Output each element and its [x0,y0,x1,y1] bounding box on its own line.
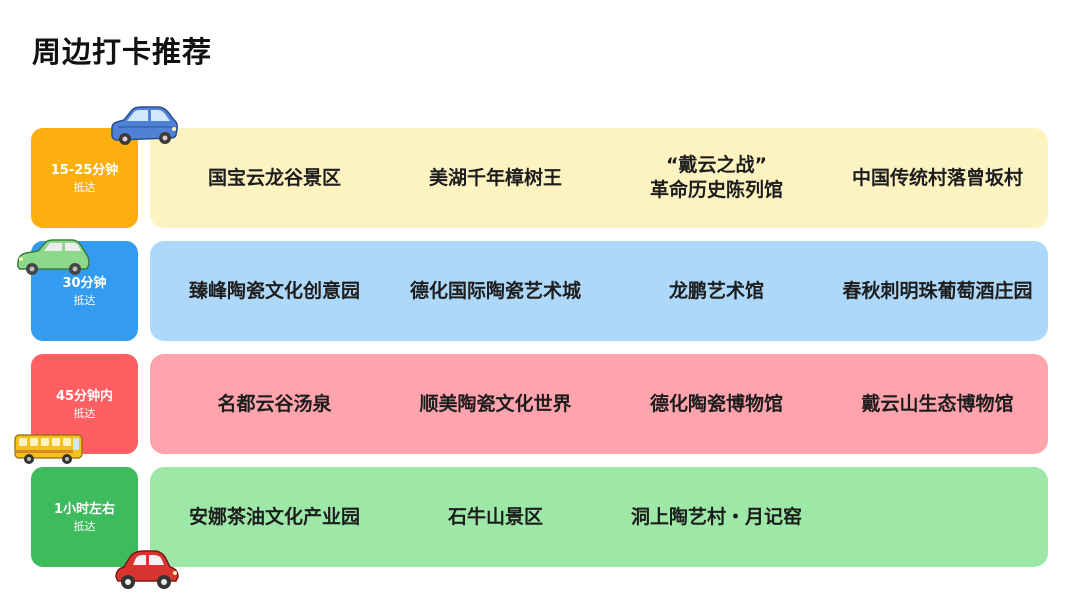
arrive-label: 抵达 [73,293,96,307]
spots-panel: 国宝云龙谷景区 美湖千年樟树王 “戴云之战” 革命历史陈列馆 中国传统村落曾坂村 [150,128,1048,228]
spots-panel: 臻峰陶瓷文化创意园 德化国际陶瓷艺术城 龙鹏艺术馆 春秋刺明珠葡萄酒庄园 [150,241,1048,341]
row-15-25-minutes: 15-25分钟 抵达 国宝云龙谷景区 美湖千年樟树王 “戴云之战” 革命历史陈列… [0,128,1080,228]
spot-item: 石牛山景区 [385,505,606,530]
spot-item: 安娜茶油文化产业园 [164,505,385,530]
spot-item: 美湖千年樟树王 [385,166,606,191]
time-label: 30分钟 [62,275,107,291]
spot-item: 德化国际陶瓷艺术城 [385,279,606,304]
spot-item: 春秋刺明珠葡萄酒庄园 [827,279,1048,304]
time-label: 15-25分钟 [50,162,119,178]
spot-name: 德化国际陶瓷艺术城 [409,279,581,302]
spots-panel: 安娜茶油文化产业园 石牛山景区 洞上陶艺村・月记窑 [150,467,1048,567]
blue-car-icon [111,106,178,145]
spot-item: 戴云山生态博物馆 [827,392,1048,417]
row-45-minutes: 45分钟内 抵达 名都云谷汤泉 顺美陶瓷文化世界 德化陶瓷博物馆 戴云山生态博物… [0,354,1080,454]
spot-name: 名都云谷汤泉 [217,392,332,415]
spot-item: 名都云谷汤泉 [164,392,385,417]
spot-name: 臻峰陶瓷文化创意园 [188,279,360,302]
spot-item: 中国传统村落曾坂村 [827,166,1048,191]
spot-item: 国宝云龙谷景区 [164,166,385,191]
spot-name: 龙鹏艺术馆 [668,279,764,302]
spot-name: 石牛山景区 [447,505,543,528]
spot-name: 顺美陶瓷文化世界 [419,392,572,415]
spot-name: 戴云山生态博物馆 [861,392,1014,415]
spot-name-line-1: “戴云之战” [666,154,767,176]
row-1-hour: 1小时左右 抵达 安娜茶油文化产业园 石牛山景区 洞上陶艺村・月记窑 [0,467,1080,567]
green-car-icon [17,239,90,275]
spot-item: 顺美陶瓷文化世界 [385,392,606,417]
page-title: 周边打卡推荐 [32,35,213,69]
spot-name: 美湖千年樟树王 [428,166,562,189]
spot-item: 洞上陶艺村・月记窑 [606,505,827,530]
spot-item: 德化陶瓷博物馆 [606,392,827,417]
spot-name: 春秋刺明珠葡萄酒庄园 [842,279,1033,302]
red-car-icon [115,550,179,589]
arrive-label: 抵达 [73,406,96,420]
time-label: 45分钟内 [55,388,114,404]
spot-name: 中国传统村落曾坂村 [851,166,1023,189]
spot-item: 臻峰陶瓷文化创意园 [164,279,385,304]
spot-item: “戴云之战” 革命历史陈列馆 [606,153,827,203]
time-tab: 15-25分钟 抵达 [31,128,138,228]
spot-name-line-2: 革命历史陈列馆 [649,179,783,201]
yellow-bus-icon [14,434,83,464]
time-label: 1小时左右 [53,501,116,517]
row-30-minutes: 30分钟 抵达 臻峰陶瓷文化创意园 德化国际陶瓷艺术城 龙鹏艺术馆 春秋刺明珠葡… [0,241,1080,341]
arrive-label: 抵达 [73,180,96,194]
time-tab: 1小时左右 抵达 [31,467,138,567]
spot-name: 洞上陶艺村・月记窑 [630,505,802,528]
spots-panel: 名都云谷汤泉 顺美陶瓷文化世界 德化陶瓷博物馆 戴云山生态博物馆 [150,354,1048,454]
spot-item: 龙鹏艺术馆 [606,279,827,304]
arrive-label: 抵达 [73,519,96,533]
spot-name: 德化陶瓷博物馆 [649,392,783,415]
spot-name: 安娜茶油文化产业园 [188,505,360,528]
spot-name: 国宝云龙谷景区 [207,166,341,189]
